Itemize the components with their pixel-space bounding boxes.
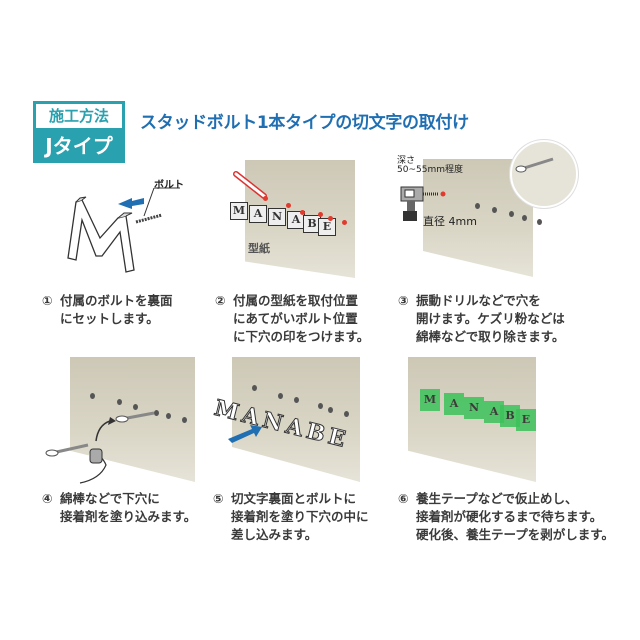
template-letter: E: [318, 218, 336, 236]
hole: [117, 399, 122, 405]
type-label: Jタイプ: [45, 134, 113, 158]
hole: [318, 403, 323, 409]
illustration-step-3: 深さ 50~55mm程度 直径 4mm: [385, 140, 578, 277]
step-2: ② 付属の型紙を取付位置 にあてがいボルト位置 に下穴の印をつけます。: [215, 292, 369, 346]
step-text: 開けます。ケズリ粉などは: [416, 311, 565, 326]
hole: [509, 211, 514, 217]
step-text: 差し込みます。: [231, 527, 318, 542]
template-letter: M: [230, 202, 248, 220]
illustration-step-5: MANABE: [210, 355, 390, 483]
closeup-circle: [510, 140, 578, 208]
hole: [278, 393, 283, 399]
depth-label: 深さ: [397, 156, 416, 166]
cotton-swab-hand-icon: [45, 411, 155, 484]
hole: [154, 410, 159, 416]
step-text: 接着剤が硬化するまで待ちます。: [416, 509, 603, 524]
blue-arrow-icon: [228, 425, 262, 443]
hole: [133, 404, 138, 410]
letter-m-icon: [67, 187, 180, 273]
step-text: 切文字裏面とボルトに: [231, 491, 357, 506]
drill-icon: [400, 186, 446, 221]
template-label: 型紙: [248, 242, 270, 255]
step-number: ⑥: [398, 491, 409, 506]
template-letter: B: [303, 215, 321, 233]
step-text: に下穴の印をつけます。: [233, 329, 370, 344]
tape-letter: A: [444, 393, 464, 415]
page-title: スタッドボルト1本タイプの切文字の取付け: [140, 113, 469, 133]
hole: [537, 219, 542, 225]
hole: [294, 397, 299, 403]
hole: [492, 207, 497, 213]
tape-letter: E: [516, 409, 536, 431]
bolt-label: ボルト: [154, 180, 184, 191]
step-number: ④: [42, 491, 53, 506]
step-number: ②: [215, 293, 226, 308]
step-text: 接着剤を塗り込みます。: [60, 509, 197, 524]
step-text: 綿棒などで下穴に: [60, 491, 160, 506]
hole: [182, 417, 187, 423]
step-6: ⑥ 養生テープなどで仮止めし、 接着剤が硬化するまで待ちます。 硬化後、養生テープ…: [398, 490, 614, 544]
hole: [328, 407, 333, 413]
illustration-step-4: [30, 355, 210, 484]
hole: [252, 385, 257, 391]
step-text: にあてがいボルト位置: [233, 311, 358, 326]
illustration-step-6: M A N A B E: [400, 355, 580, 483]
tape-letter: M: [420, 389, 440, 411]
step-1: ① 付属のボルトを裏面 にセットします。: [42, 292, 173, 328]
mark-dot: [263, 196, 268, 201]
step-number: ①: [42, 293, 53, 308]
hole: [90, 393, 95, 399]
mark-dot: [318, 212, 323, 217]
hole: [344, 411, 349, 417]
diameter-label: 直径 4mm: [423, 215, 477, 228]
mark-dot: [342, 220, 347, 225]
illustration-step-1: ボルト: [40, 160, 220, 288]
method-label: 施工方法: [36, 104, 122, 128]
cotton-swab-icon: [515, 157, 554, 173]
template-letter: A: [287, 211, 305, 229]
tape-letter: B: [500, 405, 520, 427]
template-letter: N: [268, 208, 286, 226]
pencil-icon: [233, 171, 267, 199]
step-4: ④ 綿棒などで下穴に 接着剤を塗り込みます。: [42, 490, 196, 526]
step-number: ③: [398, 293, 409, 308]
step-text: 綿棒などで取り除きます。: [416, 329, 565, 344]
mark-dot: [328, 216, 333, 221]
hole: [475, 203, 480, 209]
template-letter: A: [249, 205, 267, 223]
method-badge: 施工方法 Jタイプ: [33, 101, 125, 163]
step-text: 付属のボルトを裏面: [60, 293, 173, 308]
step-text: 硬化後、養生テープを剥がします。: [416, 527, 615, 542]
step-text: 養生テープなどで仮止めし、: [416, 491, 578, 506]
hole: [166, 413, 171, 419]
mark-dot: [300, 210, 305, 215]
step-text: にセットします。: [60, 311, 159, 326]
step-5: ⑤ 切文字裏面とボルトに 接着剤を塗り下穴の中に 差し込みます。: [213, 490, 369, 544]
tape-letter: A: [484, 401, 504, 423]
hole: [522, 215, 527, 221]
step-text: 振動ドリルなどで穴を: [416, 293, 541, 308]
step-text: 接着剤を塗り下穴の中に: [231, 509, 369, 524]
step-3: ③ 振動ドリルなどで穴を 開けます。ケズリ粉などは 綿棒などで取り除きます。: [398, 292, 565, 346]
depth-value: 50~55mm程度: [397, 165, 463, 175]
step-text: 付属の型紙を取付位置: [233, 293, 359, 308]
step-number: ⑤: [213, 491, 224, 506]
illustration-step-2: M A N A B E 型紙: [210, 160, 390, 288]
mark-dot: [286, 203, 291, 208]
tape-letter: N: [464, 397, 484, 419]
